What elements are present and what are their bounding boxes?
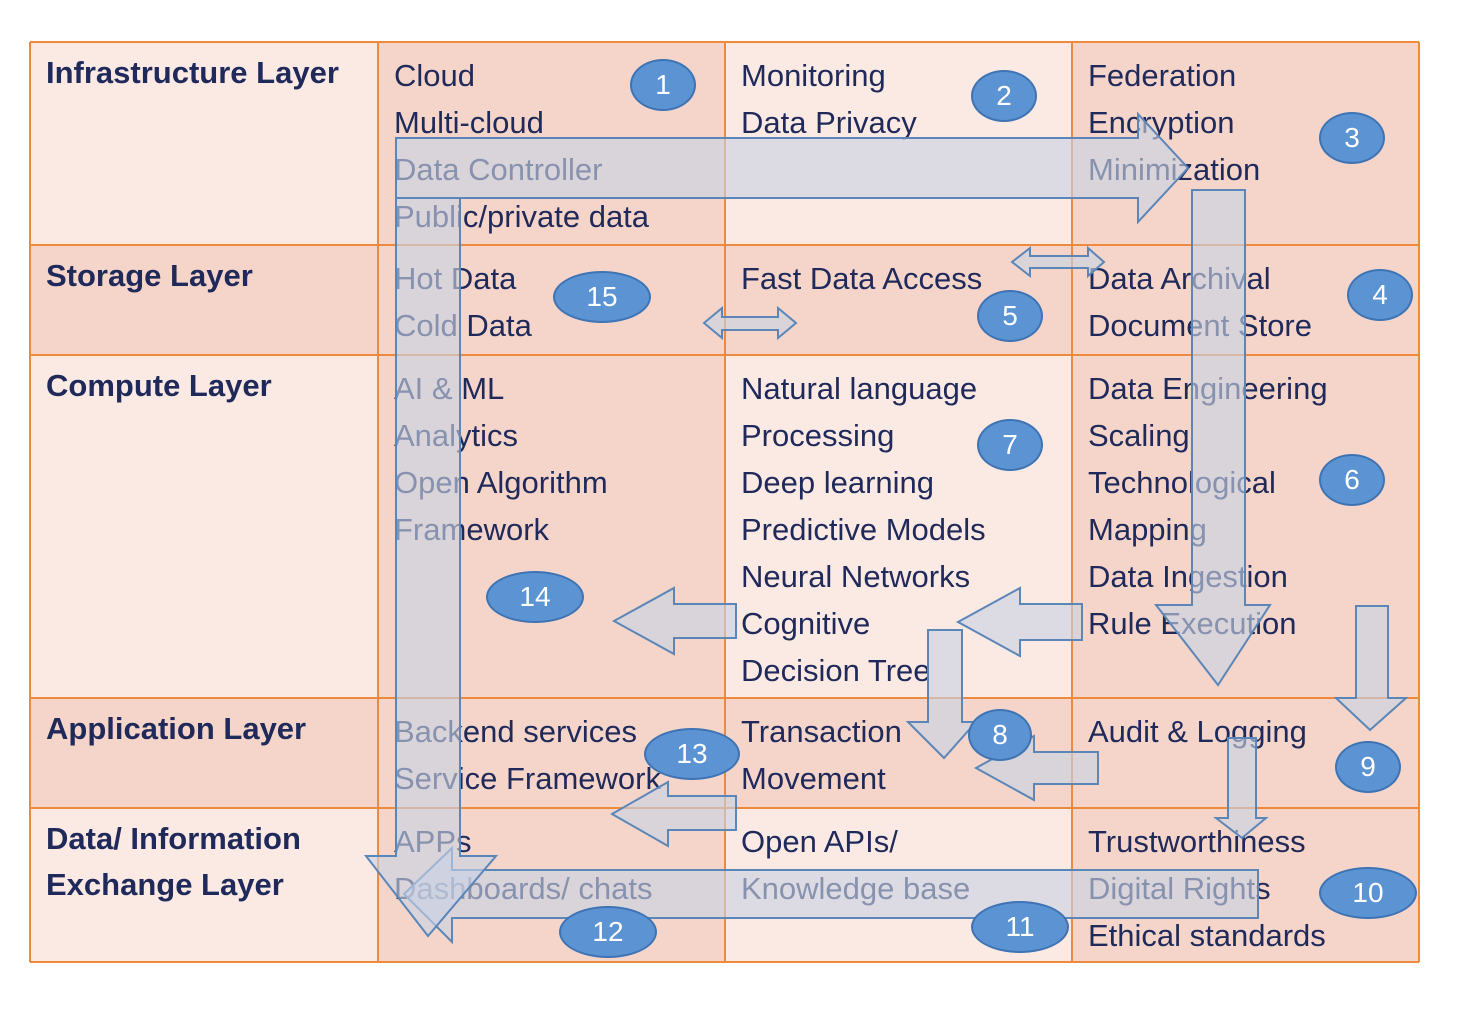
callout-badge: 9 bbox=[1335, 741, 1401, 793]
layer-cell: Open APIs/Knowledge base bbox=[725, 814, 1072, 912]
cell-item: Movement bbox=[741, 761, 886, 796]
layer-label: Storage Layer bbox=[46, 258, 253, 293]
cell-item: Predictive Models bbox=[741, 512, 986, 547]
cell-item: Open APIs/ bbox=[741, 824, 898, 859]
callout-badge: 2 bbox=[971, 70, 1037, 122]
cell-item: Mapping bbox=[1088, 512, 1207, 547]
callout-badge: 12 bbox=[559, 906, 657, 958]
layer-label: Infrastructure Layer bbox=[46, 55, 339, 90]
cell-item: Framework bbox=[394, 512, 550, 547]
cell-item: Trustworthiness bbox=[1088, 824, 1306, 859]
layer-label: Data/ Information Exchange Layer bbox=[46, 821, 301, 902]
cell-item: Transaction bbox=[741, 714, 902, 749]
cell-item: Open Algorithm bbox=[394, 465, 608, 500]
cell-item: Audit & Logging bbox=[1088, 714, 1307, 749]
cell-item: Federation bbox=[1088, 58, 1237, 93]
cell-item: Monitoring bbox=[741, 58, 886, 93]
callout-badge: 1 bbox=[630, 59, 696, 111]
layer-cell: Fast Data Access bbox=[725, 251, 1072, 302]
cell-item: Analytics bbox=[394, 418, 519, 453]
cell-item: Rule Execution bbox=[1088, 606, 1297, 641]
cell-item: Cognitive bbox=[741, 606, 871, 641]
callout-badge: 15 bbox=[553, 271, 651, 323]
callout-badge: 6 bbox=[1319, 454, 1385, 506]
cell-item: Deep learning bbox=[741, 465, 935, 500]
callout-badge: 4 bbox=[1347, 269, 1413, 321]
cell-item: Cloud bbox=[394, 58, 475, 93]
callout-badge: 10 bbox=[1319, 867, 1417, 919]
cell-item: Public/private data bbox=[394, 199, 650, 234]
cell-item: Data Ingestion bbox=[1088, 559, 1288, 594]
cell-item: AI & ML bbox=[394, 371, 505, 406]
callout-badge: 13 bbox=[644, 728, 740, 780]
cell-item: Processing bbox=[741, 418, 895, 453]
cell-item: APPs bbox=[394, 824, 472, 859]
cell-item: Decision Tree bbox=[741, 653, 931, 688]
callout-badge: 8 bbox=[968, 709, 1032, 761]
callout-badge: 11 bbox=[971, 901, 1069, 953]
callout-badge: 3 bbox=[1319, 112, 1385, 164]
cell-item: Data Engineering bbox=[1088, 371, 1328, 406]
cell-item: Fast Data Access bbox=[741, 261, 983, 296]
callout-badge: 14 bbox=[486, 571, 584, 623]
cell-item: Scaling bbox=[1088, 418, 1190, 453]
cell-item: Neural Networks bbox=[741, 559, 971, 594]
arrow-left-compute-middle bbox=[611, 586, 737, 656]
cell-item: Natural language bbox=[741, 371, 978, 406]
layer-label: Compute Layer bbox=[46, 368, 272, 403]
callout-badge: 5 bbox=[977, 290, 1043, 342]
layer-label: Application Layer bbox=[46, 711, 307, 746]
callout-badge: 7 bbox=[977, 419, 1043, 471]
cell-item: Data Controller bbox=[394, 152, 603, 187]
cell-item: Ethical standards bbox=[1088, 918, 1326, 953]
cell-item: Dashboards/ chats bbox=[394, 871, 653, 906]
layer-cell: Audit & Logging bbox=[1072, 704, 1419, 755]
